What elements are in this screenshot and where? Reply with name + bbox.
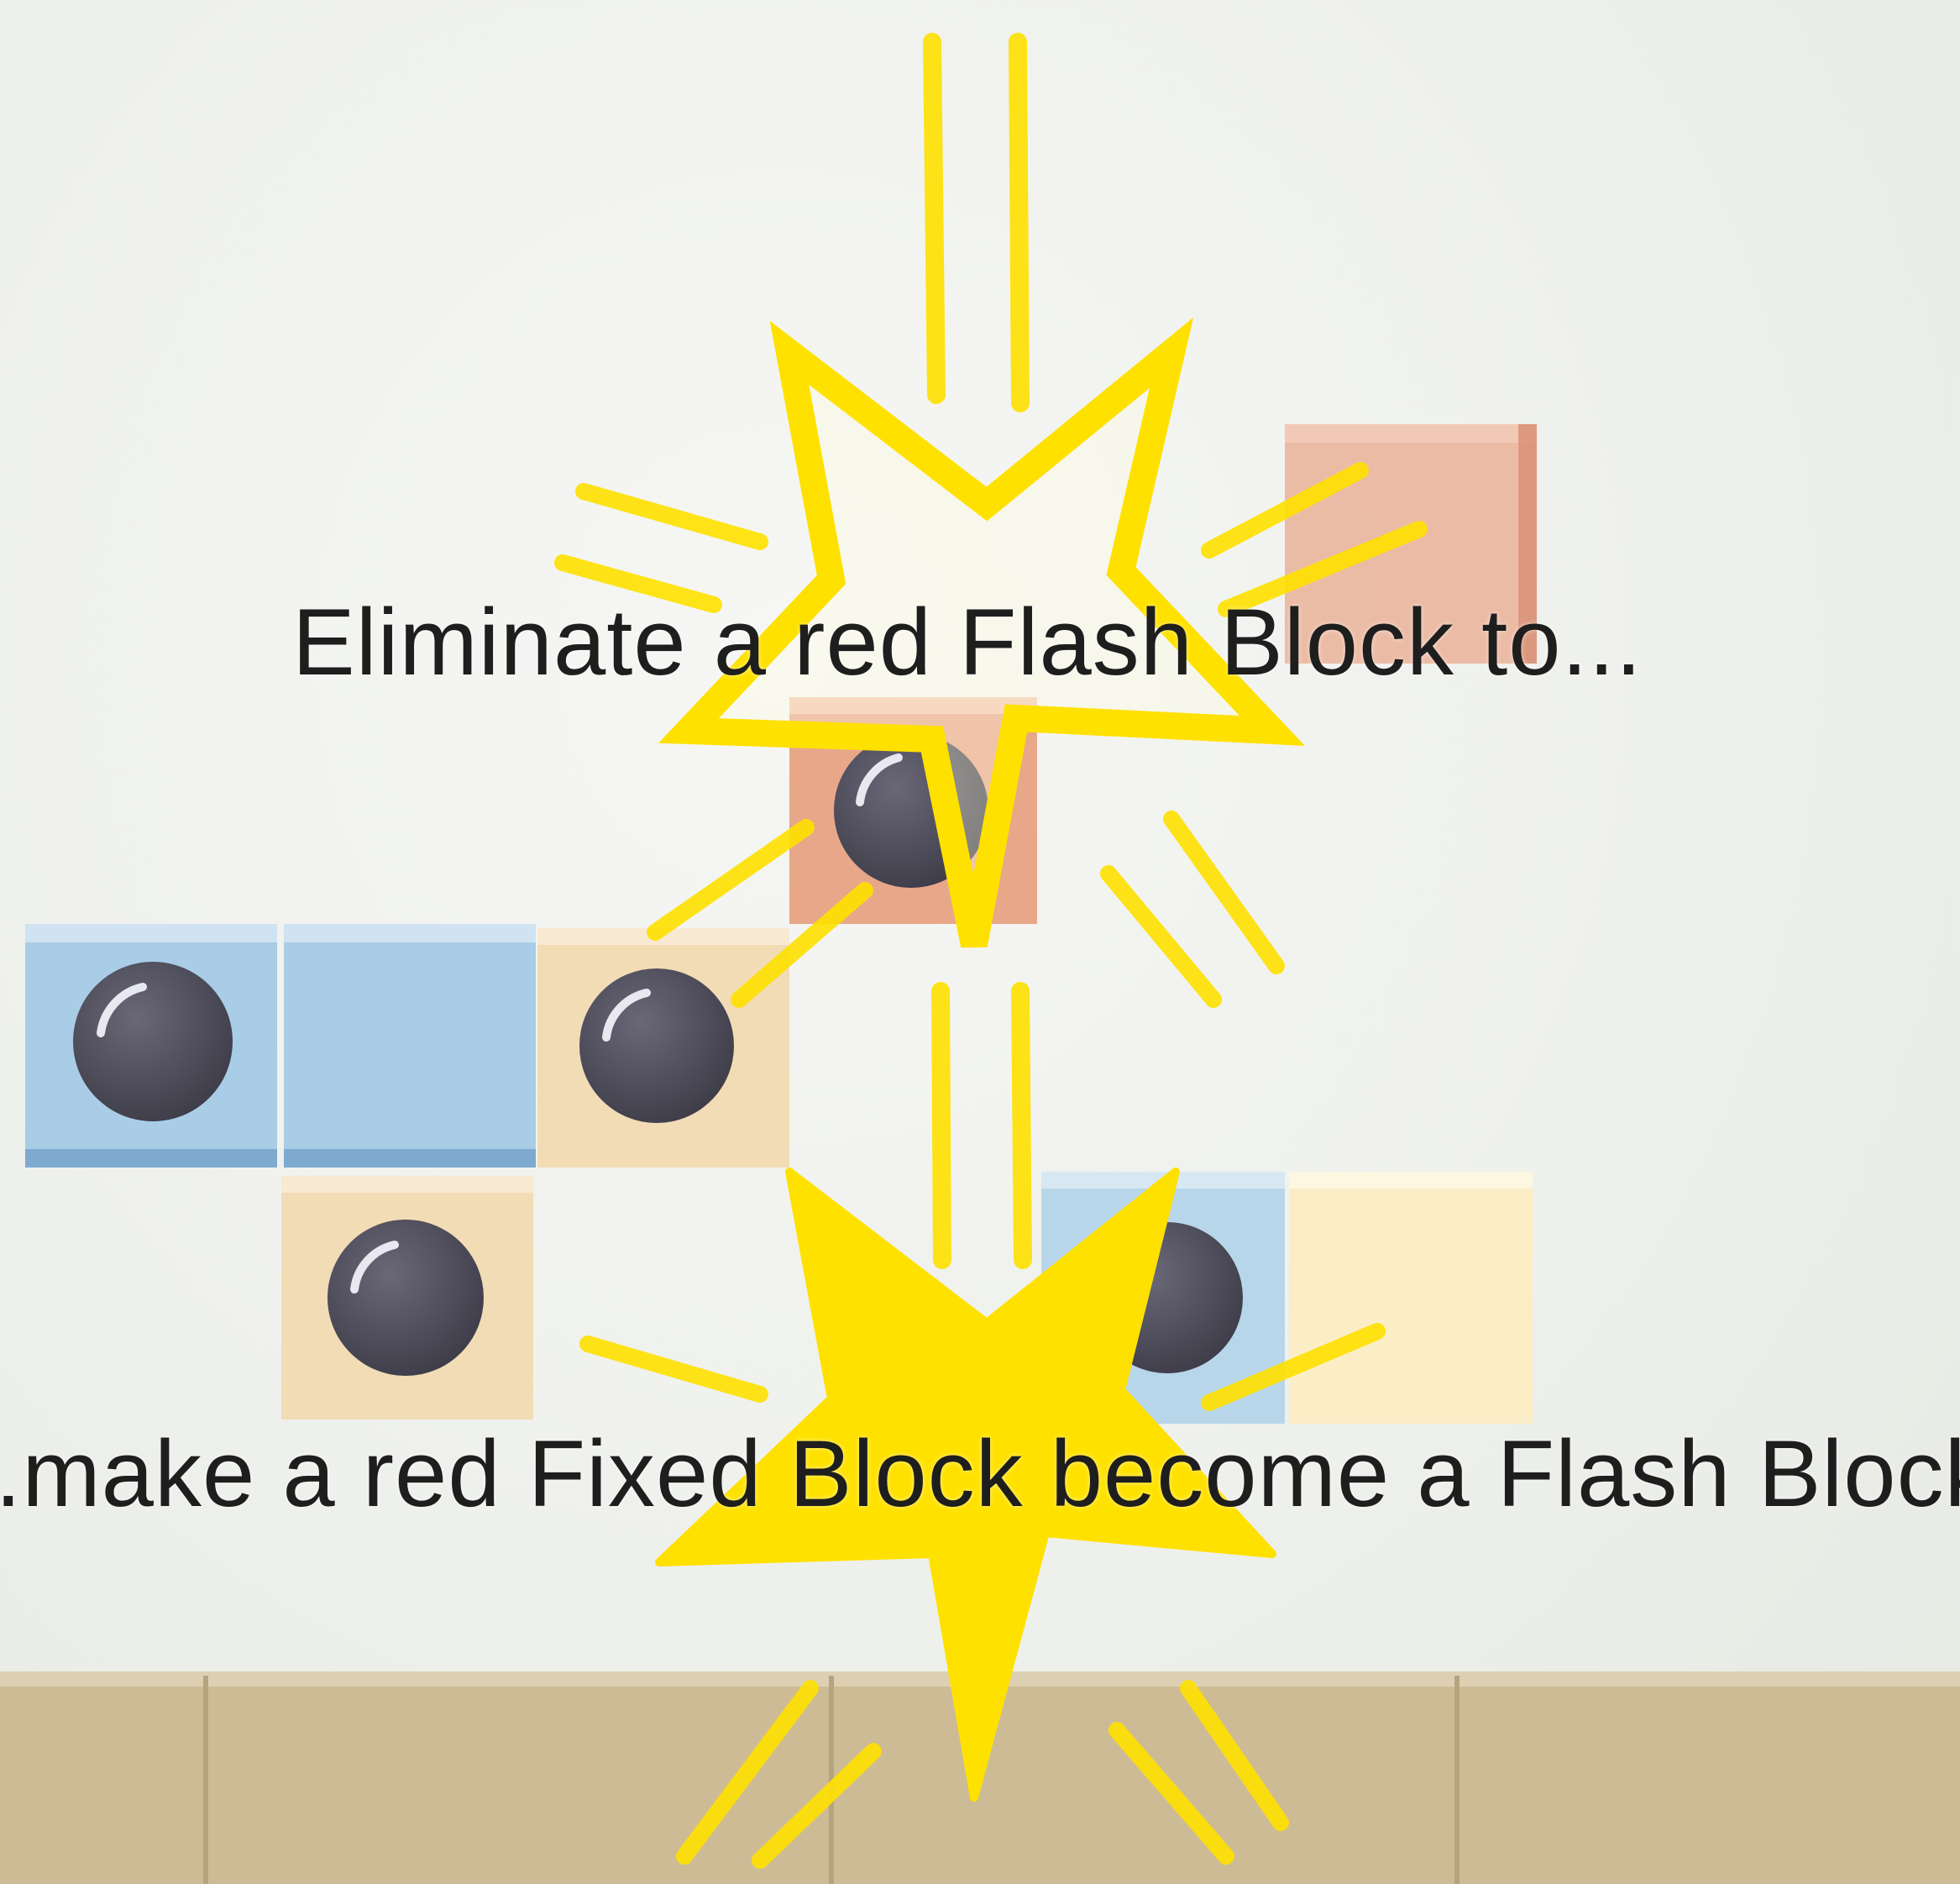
yellow-block xyxy=(1289,1172,1533,1424)
blue-block xyxy=(284,924,536,1168)
bomb-icon xyxy=(328,1220,484,1376)
caption-bottom: ...make a red Fixed Block become a Flash… xyxy=(0,1420,1960,1528)
bomb-icon xyxy=(73,962,233,1121)
bomb-icon xyxy=(579,968,734,1123)
caption-top: Eliminate a red Flash Block to... xyxy=(292,588,1643,696)
